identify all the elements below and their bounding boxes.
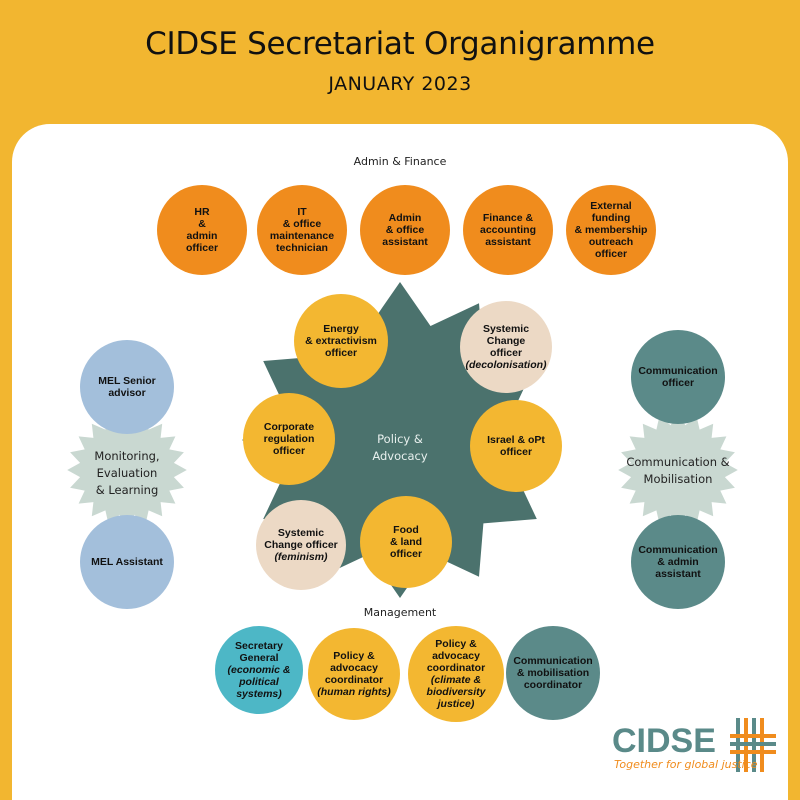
policy-advocacy-label: Policy & Advocacy bbox=[372, 432, 428, 463]
communication-mobilisation-coordinator: Communication & mobilisation coordinator bbox=[506, 626, 600, 720]
management-label: Management bbox=[363, 606, 437, 619]
page-title: CIDSE Secretariat Organigramme bbox=[145, 26, 655, 62]
hr-admin-officer-label: HR & admin officer bbox=[185, 206, 219, 254]
cidse-tagline: Together for global justice bbox=[614, 758, 758, 771]
policy-coordinator-human-rights: Policy & advocacy coordinator (human rig… bbox=[308, 628, 400, 720]
systemic-decol-note: (decolonisation) bbox=[465, 359, 547, 371]
external-funding-officer: External funding & membership outreach o… bbox=[566, 185, 656, 275]
pac-climate-title: Policy & advocacy coordinator bbox=[426, 638, 486, 674]
energy-officer-label: Energy & extractivism officer bbox=[305, 323, 377, 359]
systemic-decol-title: Systemic Change officer bbox=[482, 323, 530, 359]
it-technician-label: IT & office maintenance technician bbox=[269, 206, 335, 254]
communication-officer-label: Communication officer bbox=[638, 365, 718, 389]
communication-mobilisation-label: Communication & Mobilisation bbox=[626, 455, 730, 486]
pac-hr-text: Policy & advocacy coordinator (human rig… bbox=[317, 650, 391, 698]
israel-opt-label: Israel & oPt officer bbox=[487, 434, 545, 458]
pac-climate-text: Policy & advocacy coordinator (climate &… bbox=[427, 638, 486, 710]
admin-office-assistant: Admin & office assistant bbox=[360, 185, 450, 275]
systemic-change-feminism: Systemic Change officer (feminism) bbox=[256, 500, 346, 590]
systemic-fem-note: (feminism) bbox=[274, 551, 328, 563]
systemic-decol-text: Systemic Change officer (decolonisation) bbox=[465, 323, 546, 371]
pac-climate-note: (climate & biodiversity justice) bbox=[426, 674, 486, 710]
external-funding-officer-label: External funding & membership outreach o… bbox=[574, 200, 648, 260]
finance-assistant-label: Finance & accounting assistant bbox=[479, 212, 536, 248]
food-land-label: Food & land officer bbox=[389, 524, 423, 560]
cidse-logo-weave-icon bbox=[730, 718, 776, 772]
admin-office-assistant-label: Admin & office assistant bbox=[382, 212, 428, 248]
communication-officer: Communication officer bbox=[631, 330, 725, 424]
systemic-fem-text: Systemic Change officer (feminism) bbox=[264, 527, 338, 563]
systemic-change-decolonisation: Systemic Change officer (decolonisation) bbox=[460, 301, 552, 393]
mel-senior-advisor: MEL Senior advisor bbox=[80, 340, 174, 434]
mel-assistant: MEL Assistant bbox=[80, 515, 174, 609]
secgen-title: Secretary General bbox=[235, 640, 283, 664]
corporate-regulation-officer: Corporate regulation officer bbox=[243, 393, 335, 485]
israel-opt-officer: Israel & oPt officer bbox=[470, 400, 562, 492]
energy-officer: Energy & extractivism officer bbox=[294, 294, 388, 388]
pac-hr-title: Policy & advocacy coordinator bbox=[324, 650, 384, 686]
food-land-officer: Food & land officer bbox=[360, 496, 452, 588]
communication-admin-label: Communication & admin assistant bbox=[638, 544, 718, 580]
admin-finance-label: Admin & Finance bbox=[353, 155, 447, 168]
comms-coord-label: Communication & mobilisation coordinator bbox=[513, 655, 593, 691]
communication-admin-assistant: Communication & admin assistant bbox=[631, 515, 725, 609]
secgen-text: Secretary General (economic & political … bbox=[227, 640, 290, 700]
hr-admin-officer: HR & admin officer bbox=[157, 185, 247, 275]
mel-assistant-label: MEL Assistant bbox=[91, 556, 163, 568]
policy-coordinator-climate: Policy & advocacy coordinator (climate &… bbox=[408, 626, 504, 722]
corporate-regulation-label: Corporate regulation officer bbox=[263, 421, 315, 457]
mel-senior-label: MEL Senior advisor bbox=[98, 375, 156, 399]
systemic-fem-title: Systemic Change officer bbox=[264, 527, 338, 551]
it-technician: IT & office maintenance technician bbox=[257, 185, 347, 275]
mel-label: Monitoring, Evaluation & Learning bbox=[94, 449, 160, 497]
secretary-general: Secretary General (economic & political … bbox=[215, 626, 303, 714]
cidse-logo-text: CIDSE bbox=[612, 722, 716, 760]
secgen-note: (economic & political systems) bbox=[227, 664, 291, 700]
page-subtitle: JANUARY 2023 bbox=[328, 73, 472, 95]
finance-assistant: Finance & accounting assistant bbox=[463, 185, 553, 275]
pac-hr-note: (human rights) bbox=[317, 686, 391, 698]
